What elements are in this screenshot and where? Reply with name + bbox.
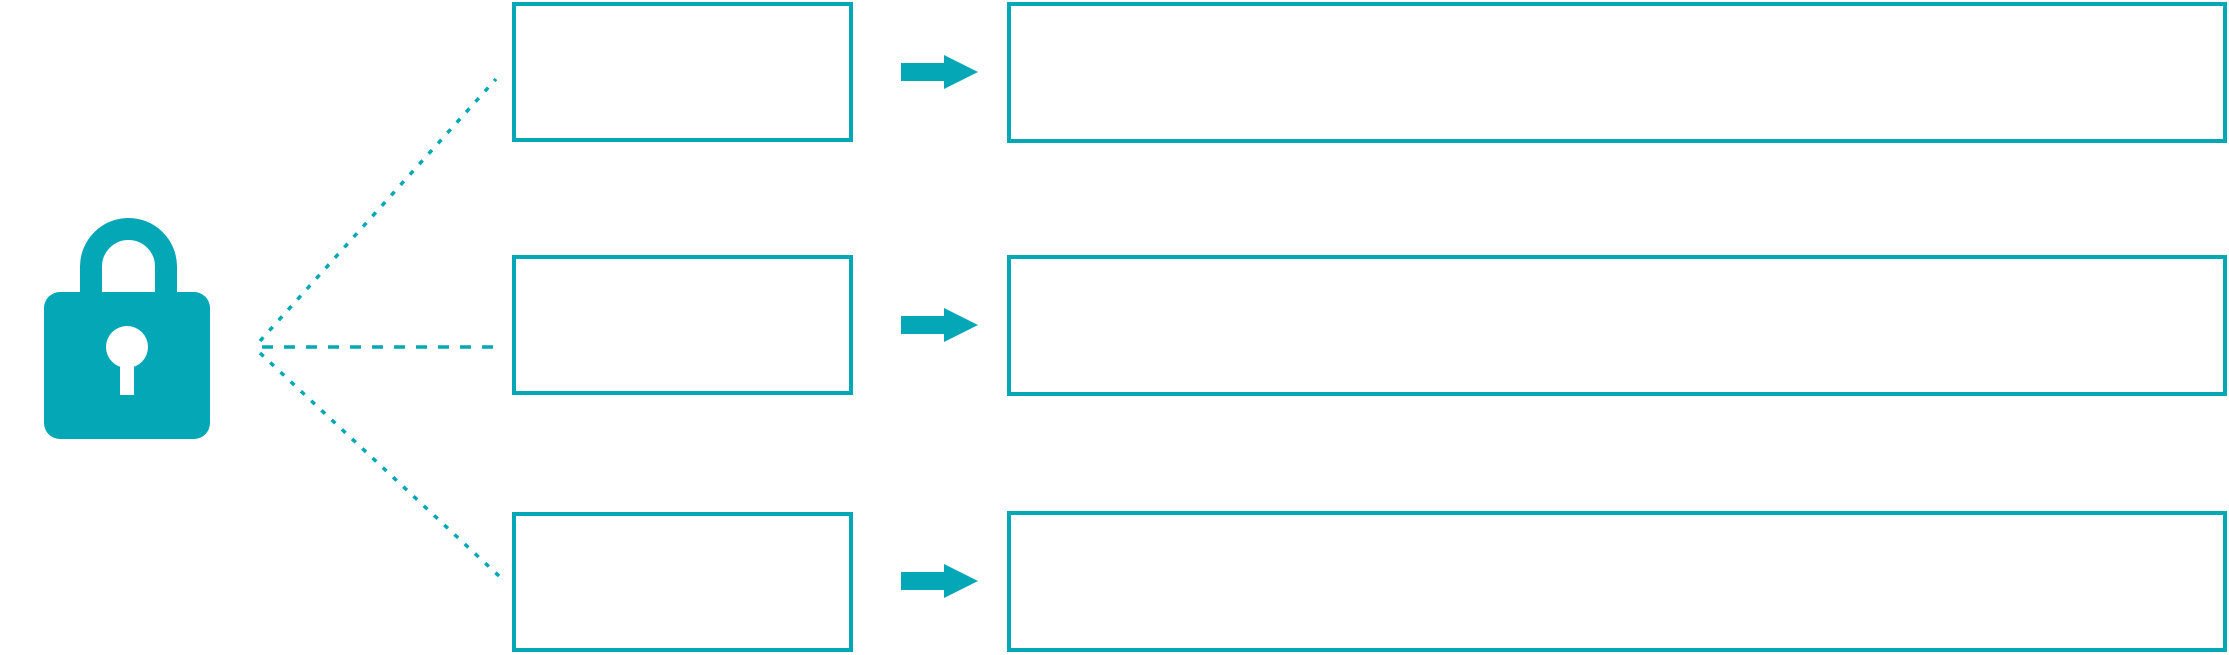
arrow-right-icon xyxy=(901,564,978,598)
lock-keyhole-stem xyxy=(120,347,134,395)
connector-line-top xyxy=(258,77,498,343)
description-box-1-label xyxy=(1609,65,1625,81)
category-box-2-label xyxy=(675,317,691,333)
description-box-3-label xyxy=(1609,574,1625,590)
category-box-3-label xyxy=(675,574,691,590)
category-box-1-label xyxy=(675,64,691,80)
description-box-1 xyxy=(1007,2,2227,143)
arrow-right-icon xyxy=(901,55,978,89)
description-box-2 xyxy=(1007,255,2227,396)
lock-shackle xyxy=(80,218,177,298)
lock-icon xyxy=(44,218,210,439)
category-box-2 xyxy=(512,255,853,395)
category-box-3 xyxy=(512,512,853,652)
connector-line-bottom xyxy=(258,351,501,578)
arrow-right-icon xyxy=(901,308,978,342)
category-box-1 xyxy=(512,2,853,142)
description-box-3 xyxy=(1007,511,2227,652)
description-box-2-label xyxy=(1609,318,1625,334)
